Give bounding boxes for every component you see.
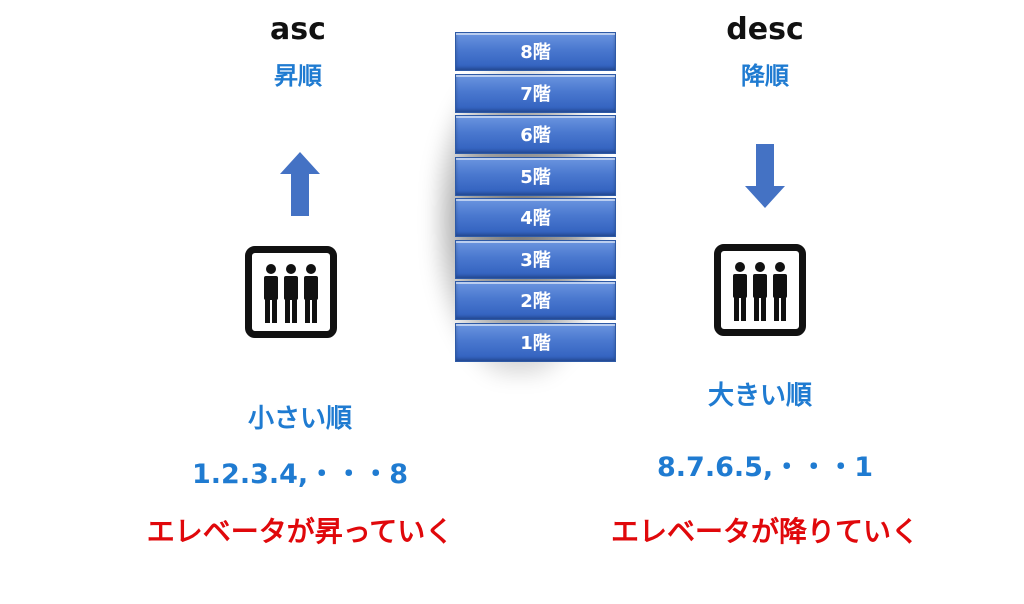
floor-block: 5階 xyxy=(455,157,616,196)
desc-title: desc xyxy=(726,12,804,47)
floor-block: 3階 xyxy=(455,240,616,279)
asc-order-label: 小さい順 xyxy=(247,404,352,434)
floor-block: 8階 xyxy=(455,32,616,71)
asc-title: asc xyxy=(270,12,326,47)
desc-sequence: 8.7.6.5,・・・1 xyxy=(657,452,873,483)
asc-sequence: 1.2.3.4,・・・8 xyxy=(192,459,408,490)
desc-order-label: 大きい順 xyxy=(707,381,812,411)
elevator-people-icon xyxy=(245,246,337,338)
floor-block: 2階 xyxy=(455,281,616,320)
arrow-down-icon xyxy=(745,144,785,208)
floor-block: 4階 xyxy=(455,198,616,237)
desc-title-jp: 降順 xyxy=(741,62,789,90)
asc-title-jp: 昇順 xyxy=(274,62,322,90)
elevator-people-icon xyxy=(714,244,806,336)
asc-description: エレベータが昇っていく xyxy=(146,515,454,548)
floor-block: 7階 xyxy=(455,74,616,113)
arrow-up-icon xyxy=(280,152,320,216)
desc-description: エレベータが降りていく xyxy=(610,515,919,548)
floor-block: 1階 xyxy=(455,323,616,362)
floor-block: 6階 xyxy=(455,115,616,154)
